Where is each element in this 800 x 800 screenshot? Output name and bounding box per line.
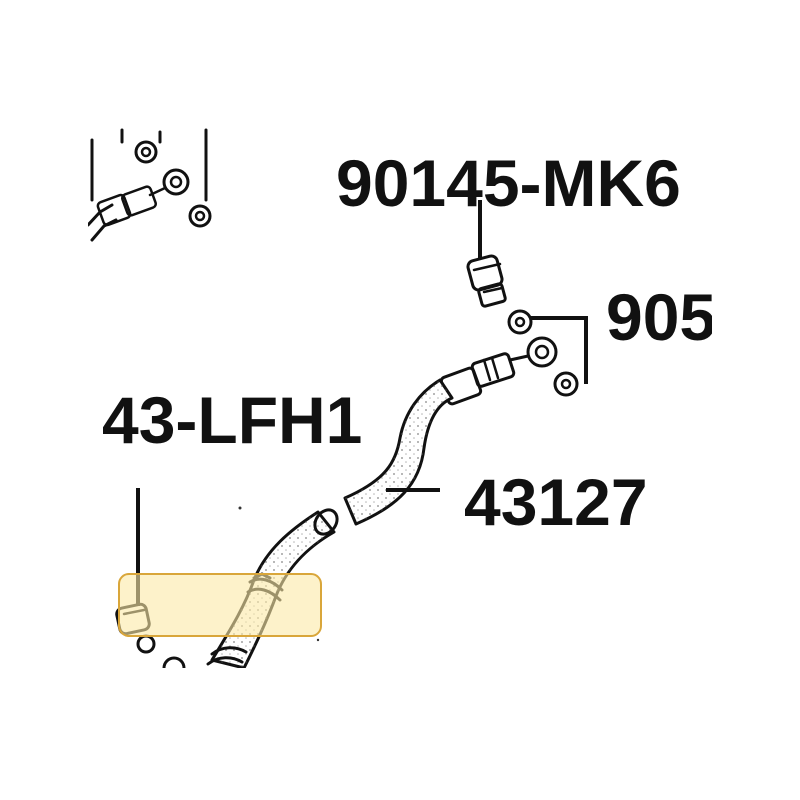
part-number-905: 905: [606, 280, 716, 354]
part-number-90145: 90145-MK6: [336, 146, 681, 220]
hose-end-fitting: [439, 352, 530, 406]
banjo-bolt: [466, 254, 507, 308]
part-number-43-lfh1: 43-LFH1: [102, 383, 362, 457]
part-number-43127: 43127: [464, 465, 648, 539]
highlight-box: [118, 573, 322, 637]
leader-905: [530, 316, 588, 384]
lower-washer: [553, 371, 579, 397]
banjo-eye: [526, 336, 558, 368]
upper-left-fitting: [88, 128, 212, 242]
upper-washer: [507, 309, 533, 335]
hose-clamp-lower: [206, 646, 248, 666]
